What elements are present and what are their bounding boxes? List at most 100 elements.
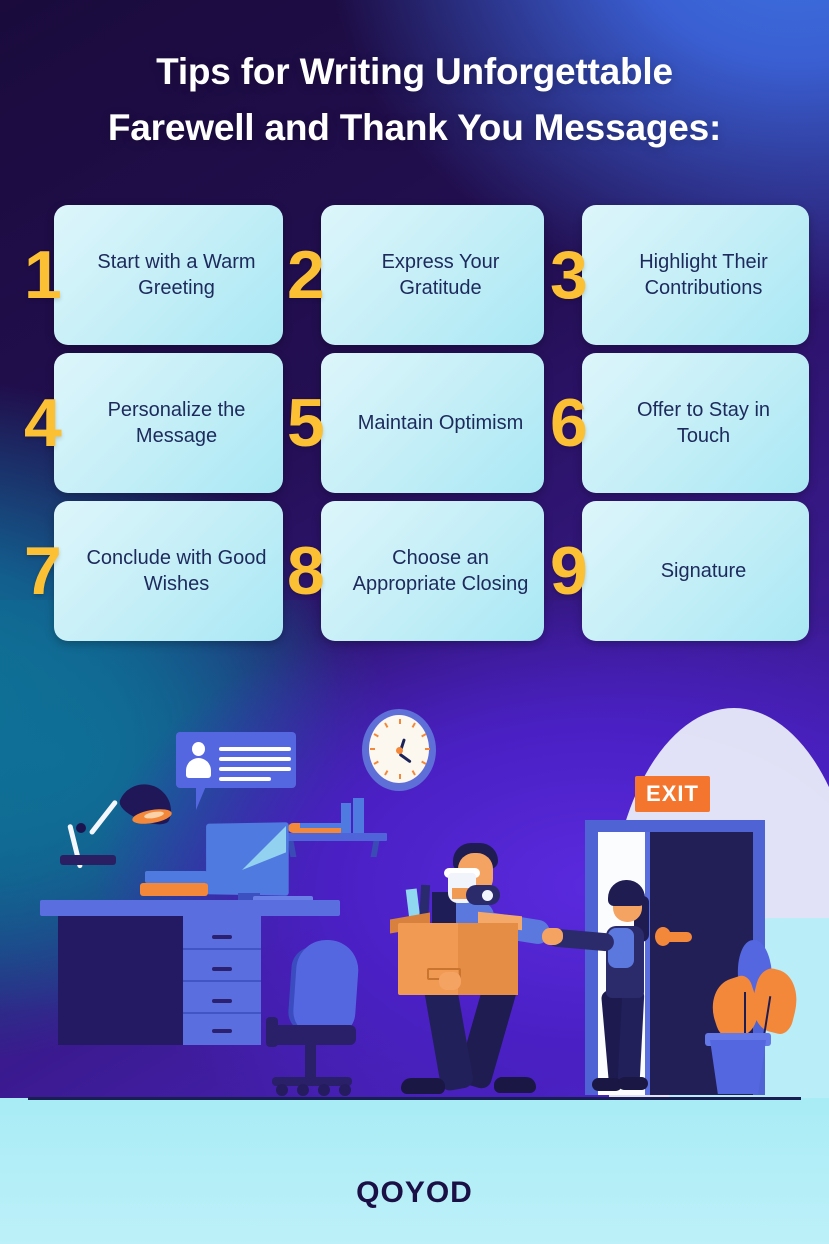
tip-card-6[interactable]: Offer to Stay in Touch (582, 353, 809, 493)
lamp-arm-upper (88, 799, 119, 836)
tip-cell-4: Personalize the Message 4 (24, 353, 283, 493)
chair-seat (266, 1025, 356, 1045)
tip-cell-7: Conclude with Good Wishes 7 (24, 501, 283, 641)
clock-center-pin (396, 747, 403, 754)
drawer-handle[interactable] (212, 1029, 232, 1033)
woman-shoe-front (618, 1077, 648, 1090)
tip-label-2: Express Your Gratitude (381, 250, 500, 299)
shelf-book-upright (341, 803, 351, 834)
tip-card-7[interactable]: Conclude with Good Wishes (54, 501, 283, 641)
chair-wheel (339, 1084, 351, 1096)
tip-number-8: 8 (287, 533, 325, 609)
box-item-roll-hole (482, 890, 493, 901)
bubble-text-line (219, 747, 291, 751)
tip-cell-6: Offer to Stay in Touch 6 (550, 353, 809, 493)
tip-cell-9: Signature 9 (550, 501, 809, 641)
tip-label-5: Maintain Optimism (357, 411, 524, 434)
woman-shoe-back (592, 1078, 622, 1091)
chair-wheel (276, 1084, 288, 1096)
drawer-divider (183, 948, 261, 950)
tip-card-3[interactable]: Highlight Their Contributions (582, 205, 809, 345)
tip-number-7: 7 (24, 533, 62, 609)
drawer-handle[interactable] (212, 999, 232, 1003)
laptop-keyboard (253, 896, 313, 903)
drawer-handle[interactable] (212, 967, 232, 971)
drawer-divider (183, 980, 261, 982)
wall-shelf (281, 833, 387, 841)
shelf-bracket (287, 841, 297, 857)
desk-body (58, 916, 183, 1045)
tip-card-2[interactable]: Express Your Gratitude (321, 205, 544, 345)
floor-line (28, 1097, 801, 1100)
drawer-handle[interactable] (212, 935, 232, 939)
tip-number-4: 4 (24, 385, 62, 461)
tip-card-4[interactable]: Personalize the Message (54, 353, 283, 493)
title-line-2: Farewell and Thank You Messages: (107, 106, 722, 148)
brand-logo: QOYOD (356, 1176, 473, 1209)
laptop-screen (206, 822, 289, 896)
title-line-1: Tips for Writing Unforgettable (156, 51, 673, 92)
office-farewell-illustration: EXIT (0, 640, 829, 1110)
tip-cell-8: Choose an Appropriate Closing 8 (287, 501, 546, 641)
tip-label-3: Highlight Their Contributions (639, 250, 768, 299)
cardboard-box-shade (458, 923, 518, 995)
lamp-base (60, 855, 116, 865)
exit-sign-label: EXIT (646, 781, 699, 806)
tip-cell-2: Express Your Gratitude 2 (287, 205, 546, 345)
door-handle-icon[interactable] (660, 932, 692, 942)
shelf-book-flat (288, 823, 342, 833)
office-chair-back (291, 937, 361, 1039)
avatar-icon (186, 742, 211, 778)
tip-label-1: Start with a Warm Greeting (97, 250, 256, 299)
man-hand-right (542, 928, 562, 945)
tip-card-5[interactable]: Maintain Optimism (321, 353, 544, 493)
chat-bubble-tail (196, 786, 220, 810)
clock-tick (399, 719, 401, 724)
exit-sign: EXIT (635, 776, 710, 812)
tip-cell-1: Start with a Warm Greeting 1 (24, 205, 283, 345)
tip-label-4: Personalize the Message (107, 398, 246, 447)
tip-number-6: 6 (550, 385, 588, 461)
clock-tick (399, 774, 401, 779)
door-edge (645, 832, 650, 1095)
tip-label-9: Signature (660, 559, 747, 582)
desk-book-blue (145, 871, 207, 883)
tip-card-1[interactable]: Start with a Warm Greeting (54, 205, 283, 345)
chair-base (272, 1077, 352, 1086)
footer: QOYOD (0, 1176, 829, 1210)
man-shoe-back (494, 1077, 536, 1093)
chair-wheel (318, 1084, 330, 1096)
tip-card-9[interactable]: Signature (582, 501, 809, 641)
bubble-text-line (219, 767, 291, 771)
tip-number-1: 1 (24, 237, 62, 313)
drawer-divider (183, 1012, 261, 1014)
tip-cell-3: Highlight Their Contributions 3 (550, 205, 809, 345)
plant-stem (744, 992, 746, 1038)
chair-wheel (297, 1084, 309, 1096)
man-shoe-front (401, 1078, 445, 1094)
bubble-text-line (219, 757, 291, 761)
desk-top (40, 900, 340, 916)
tip-label-8: Choose an Appropriate Closing (352, 546, 529, 595)
clock-tick (425, 748, 430, 750)
chair-post (305, 1042, 316, 1080)
tip-cell-5: Maintain Optimism 5 (287, 353, 546, 493)
plant-pot (710, 1040, 766, 1094)
tip-number-3: 3 (550, 237, 588, 313)
shelf-bracket (370, 841, 380, 857)
tip-card-8[interactable]: Choose an Appropriate Closing (321, 501, 544, 641)
tips-grid: Start with a Warm Greeting 1 Express You… (24, 205, 809, 641)
page-title: Tips for Writing Unforgettable Farewell … (30, 44, 799, 155)
laptop-stand (238, 893, 260, 902)
lamp-joint (76, 823, 86, 833)
clock-tick (370, 748, 375, 750)
tip-number-5: 5 (287, 385, 325, 461)
tip-number-9: 9 (550, 533, 588, 609)
bubble-text-line (219, 777, 271, 781)
woman-shirt (608, 928, 634, 968)
woman-hair (608, 880, 645, 906)
tip-label-7: Conclude with Good Wishes (86, 546, 267, 595)
desk-book-orange (140, 883, 208, 896)
tip-number-2: 2 (287, 237, 325, 313)
